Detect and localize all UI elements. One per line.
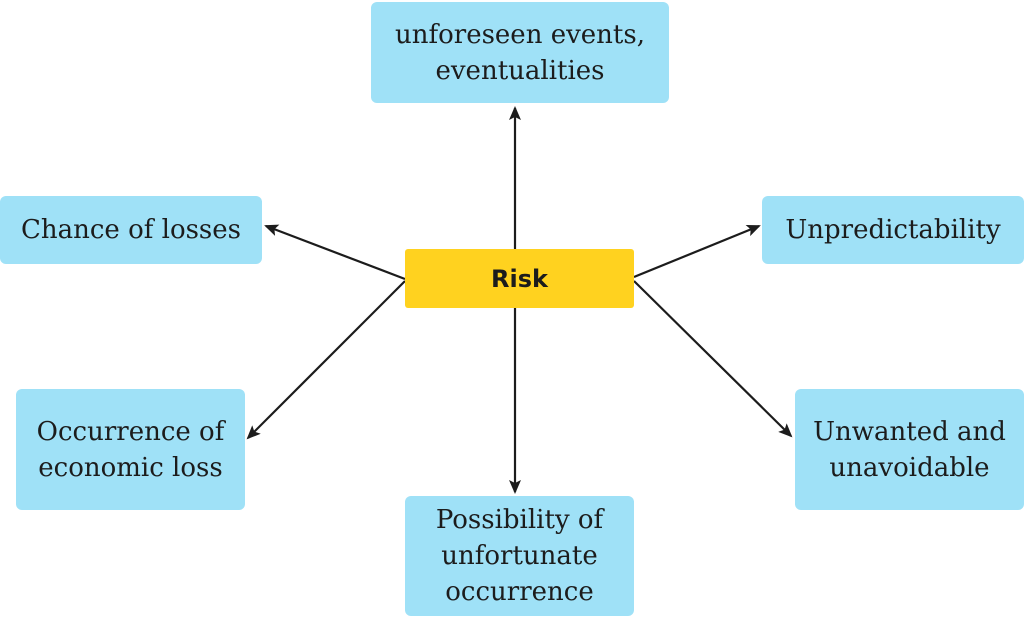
node-unfortunate-occurrence: Possibility of unfortunate occurrence xyxy=(405,496,634,616)
node-line: Possibility of xyxy=(435,505,604,535)
node-line: Occurrence of xyxy=(36,416,225,447)
node-line: economic loss xyxy=(38,452,223,483)
node-economic-loss: Occurrence of economic loss xyxy=(16,389,245,510)
node-unwanted-unavoidable: Unwanted and unavoidable xyxy=(795,389,1024,510)
center-label: Risk xyxy=(491,264,548,293)
node-line: Unwanted and xyxy=(813,416,1006,447)
node-chance-of-losses: Chance of losses xyxy=(0,196,262,264)
arrow-to-bottom-right xyxy=(633,280,793,438)
node-unforeseen-events: unforeseen events, eventualities xyxy=(371,2,669,103)
node-line: unforeseen events, xyxy=(395,19,645,50)
arrow-to-bottom-left xyxy=(246,280,406,440)
node-risk-center: Risk xyxy=(405,249,634,308)
arrow-to-right xyxy=(633,224,761,279)
arrow-to-left xyxy=(264,224,406,281)
node-line: Chance of losses xyxy=(20,215,242,245)
node-line: eventualities xyxy=(435,55,605,86)
node-unpredictability: Unpredictability xyxy=(762,196,1024,264)
node-line: occurrence xyxy=(445,577,594,607)
node-line: unavoidable xyxy=(829,452,990,483)
node-line: Unpredictability xyxy=(785,215,1001,245)
node-line: unfortunate xyxy=(441,541,598,571)
